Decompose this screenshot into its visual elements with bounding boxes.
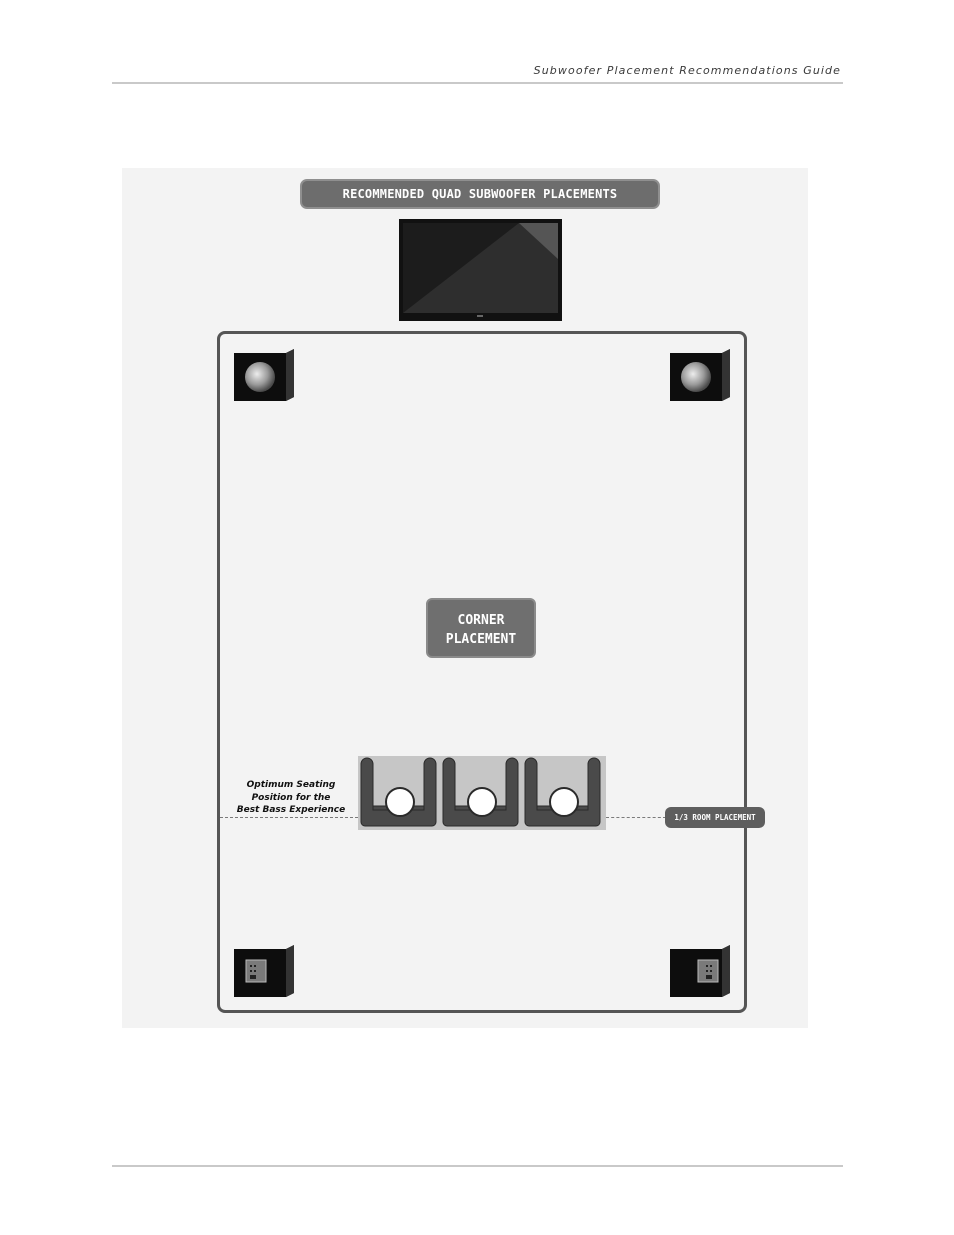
- subwoofer-rear-left-icon: [234, 945, 294, 997]
- subwoofer-front-left-icon: [234, 349, 294, 401]
- seating-caption-line2: Position for the: [251, 792, 331, 803]
- corner-placement-label: CORNER PLACEMENT: [426, 598, 536, 658]
- running-header: Subwoofer Placement Recommendations Guid…: [533, 64, 841, 77]
- seating-line-right: [606, 817, 666, 818]
- header-rule: [112, 82, 843, 84]
- armchair-icon: [442, 757, 519, 827]
- television-icon: [399, 219, 562, 321]
- subwoofer-front-right-icon: [670, 349, 730, 401]
- seating-caption-line1: Optimum Seating: [246, 780, 336, 790]
- footer-rule: [112, 1165, 843, 1167]
- room-placement-label: 1/3 ROOM PLACEMENT: [665, 807, 765, 828]
- subwoofer-rear-right-icon: [670, 945, 730, 997]
- seating-row: [360, 757, 601, 827]
- corner-label-line1: CORNER: [457, 613, 505, 628]
- room-outline: [217, 331, 747, 1013]
- corner-label-line2: PLACEMENT: [445, 632, 517, 647]
- seating-caption: Optimum Seating Position for the Best Ba…: [236, 779, 346, 817]
- seating-caption-line3: Best Bass Experience: [236, 805, 346, 815]
- armchair-icon: [360, 757, 437, 827]
- diagram-title: RECOMMENDED QUAD SUBWOOFER PLACEMENTS: [300, 179, 660, 209]
- armchair-icon: [524, 757, 601, 827]
- seating-line-left: [220, 817, 358, 818]
